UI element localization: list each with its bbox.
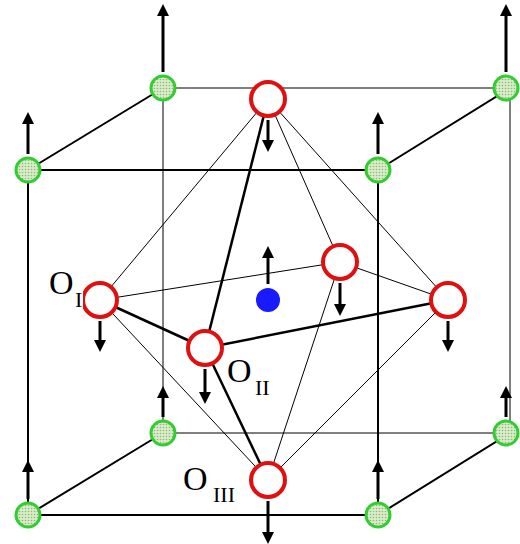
center-arrow bbox=[267, 252, 270, 284]
label-subscript: III bbox=[212, 484, 236, 506]
label-subscript: I bbox=[74, 289, 83, 311]
atom-label: O bbox=[48, 266, 75, 300]
octahedron-edges bbox=[100, 99, 448, 480]
center-atom bbox=[256, 288, 280, 312]
cube-edges bbox=[28, 88, 510, 515]
oxygen-atoms bbox=[83, 82, 465, 497]
displacement-arrows bbox=[28, 10, 506, 499]
atom-label: O bbox=[226, 354, 253, 388]
corner-atoms bbox=[16, 76, 518, 527]
oxygen-arrows bbox=[100, 120, 448, 538]
label-subscript: II bbox=[254, 377, 271, 399]
atom-label: O bbox=[182, 462, 209, 496]
